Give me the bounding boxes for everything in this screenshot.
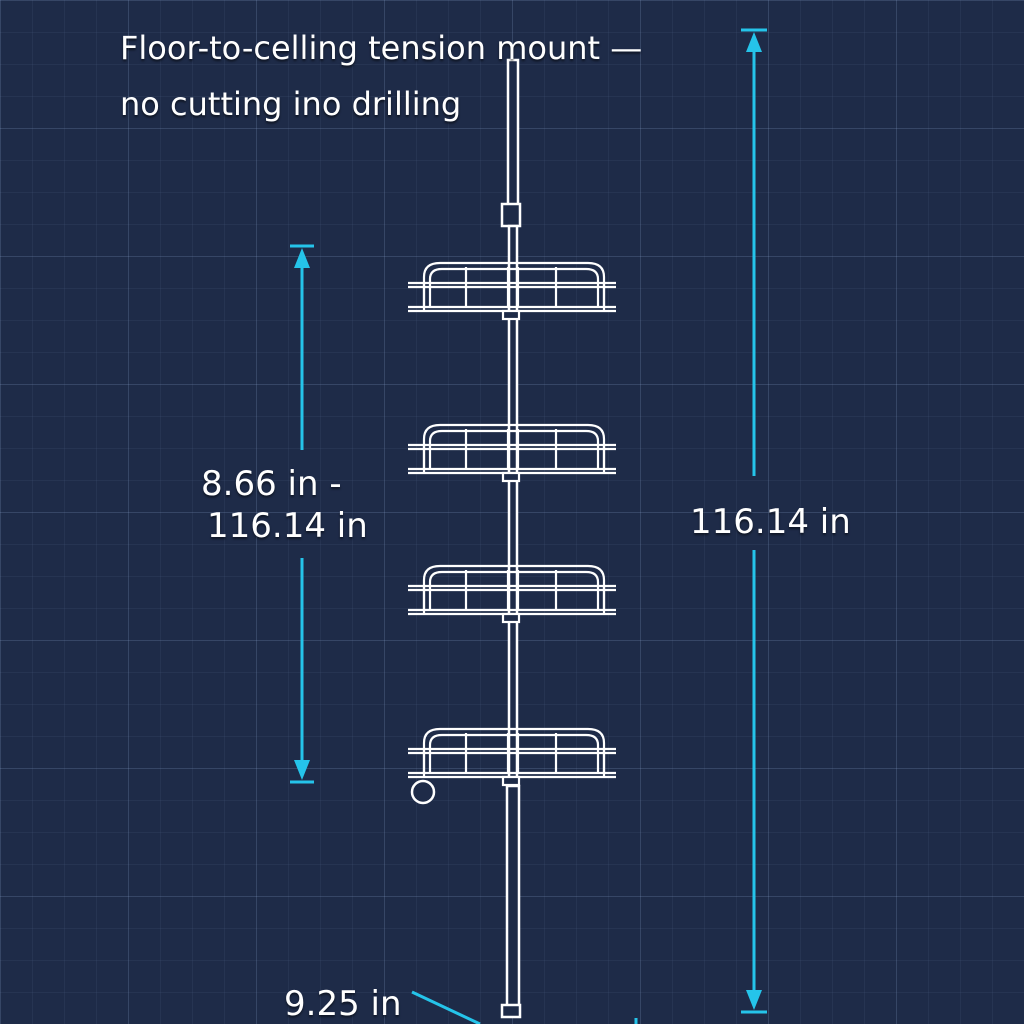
total-height-bottom-arrow bbox=[746, 990, 762, 1010]
headline-line-2: no cutting ino drilling bbox=[120, 85, 462, 123]
base-width-label: 9.25 in bbox=[284, 984, 402, 1024]
pole-lower-segment bbox=[505, 784, 521, 1008]
adjustable-range-label-line-2: 116.14 in bbox=[207, 506, 368, 546]
shelf-inner-rail bbox=[428, 267, 600, 307]
shelf-back-rail bbox=[422, 423, 606, 469]
shelf-back-rail bbox=[422, 727, 606, 773]
shelves bbox=[408, 261, 616, 787]
shelf-pole-clamp bbox=[501, 775, 521, 787]
shelf-inner-rail bbox=[428, 733, 600, 773]
shelf-back-rail bbox=[422, 564, 606, 610]
shelf-inner-rail bbox=[428, 570, 600, 610]
caster-wheel bbox=[410, 779, 436, 805]
shelf-inner-rail bbox=[428, 429, 600, 469]
total-height-dimension bbox=[741, 28, 767, 1014]
pole-upper-collar bbox=[500, 202, 522, 228]
shelf-4 bbox=[408, 727, 616, 787]
shelf-1 bbox=[408, 261, 616, 321]
adjustable-bottom-arrow bbox=[294, 760, 310, 780]
shelf-back-rail bbox=[422, 261, 606, 307]
pole-upper-segment bbox=[506, 58, 520, 208]
shelf-2 bbox=[408, 423, 616, 483]
total-height-label: 116.14 in bbox=[690, 502, 851, 542]
shelf-pole-clamp bbox=[501, 471, 521, 483]
shelf-3 bbox=[408, 564, 616, 624]
base-dimension bbox=[411, 990, 638, 1024]
adjustable-range-label-line-1: 8.66 in - bbox=[201, 464, 342, 504]
tension-pole bbox=[500, 58, 522, 1019]
shelf-pole-clamp bbox=[501, 309, 521, 321]
base-leader-line bbox=[411, 990, 481, 1024]
headline-line-1: Floor-to-celling tension mount — bbox=[120, 29, 643, 67]
adjustable-range-dimension bbox=[290, 244, 314, 784]
shelf-pole-clamp bbox=[501, 612, 521, 624]
pole-foot bbox=[500, 1003, 522, 1019]
